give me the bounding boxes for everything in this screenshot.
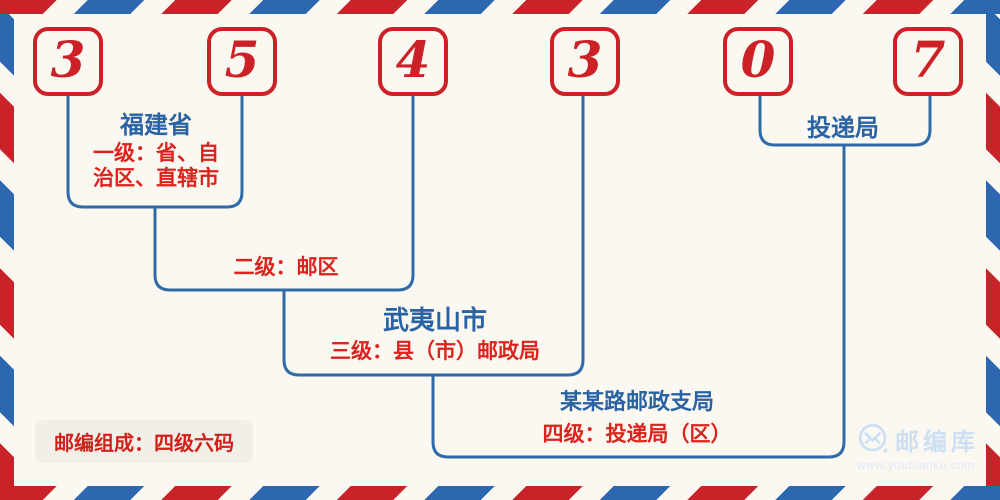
postal-code-composition-badge: 邮编组成：四级六码 [35, 420, 253, 463]
postal-digit-box-6: 7 [893, 27, 963, 96]
airmail-stripe-left [0, 0, 14, 500]
airmail-stripe-bottom [0, 486, 1000, 500]
level4-branch-name: 某某路邮政支局 [559, 389, 714, 414]
postal-digit-4: 3 [567, 30, 603, 89]
postal-digit-box-5: 0 [723, 27, 793, 96]
postal-digit-2: 5 [224, 30, 260, 89]
level3-description: 三级：县（市）邮政局 [330, 340, 540, 363]
airmail-stripe-top [0, 0, 1000, 14]
airmail-stripe-right [986, 0, 1000, 500]
level4-description: 四级：投递局（区） [542, 423, 732, 446]
level4-label-group: 某某路邮政支局 四级：投递局（区） [543, 389, 732, 448]
level1-label-group: 福建省 一级：省、自 治区、直辖市 [93, 111, 219, 191]
level1-region-name: 福建省 [120, 112, 192, 139]
postal-digit-box-3: 4 [378, 27, 448, 96]
postal-digit-box-2: 5 [207, 27, 277, 96]
postal-digit-box-4: 3 [550, 27, 620, 96]
delivery-office-label: 投递局 [807, 115, 879, 142]
level3-label-group: 武夷山市 三级：县（市）邮政局 [330, 305, 540, 364]
envelope-circle-icon [857, 423, 890, 456]
level1-description-line1: 一级：省、自 [93, 142, 219, 165]
watermark-brand: 邮编库 [895, 429, 979, 456]
postal-digit-1: 3 [50, 30, 86, 89]
watermark-url: www.youbianku.com [857, 458, 975, 472]
postal-digit-6: 7 [910, 30, 946, 89]
postal-digit-box-1: 3 [33, 27, 103, 96]
level3-city-name: 武夷山市 [382, 305, 487, 335]
postal-digit-3: 4 [395, 30, 431, 89]
watermark: 邮编库 www.youbianku.com [857, 422, 979, 472]
level2-description: 二级：邮区 [233, 256, 339, 279]
level1-description-line2: 治区、直辖市 [93, 167, 219, 190]
postal-digit-5: 0 [740, 30, 776, 89]
